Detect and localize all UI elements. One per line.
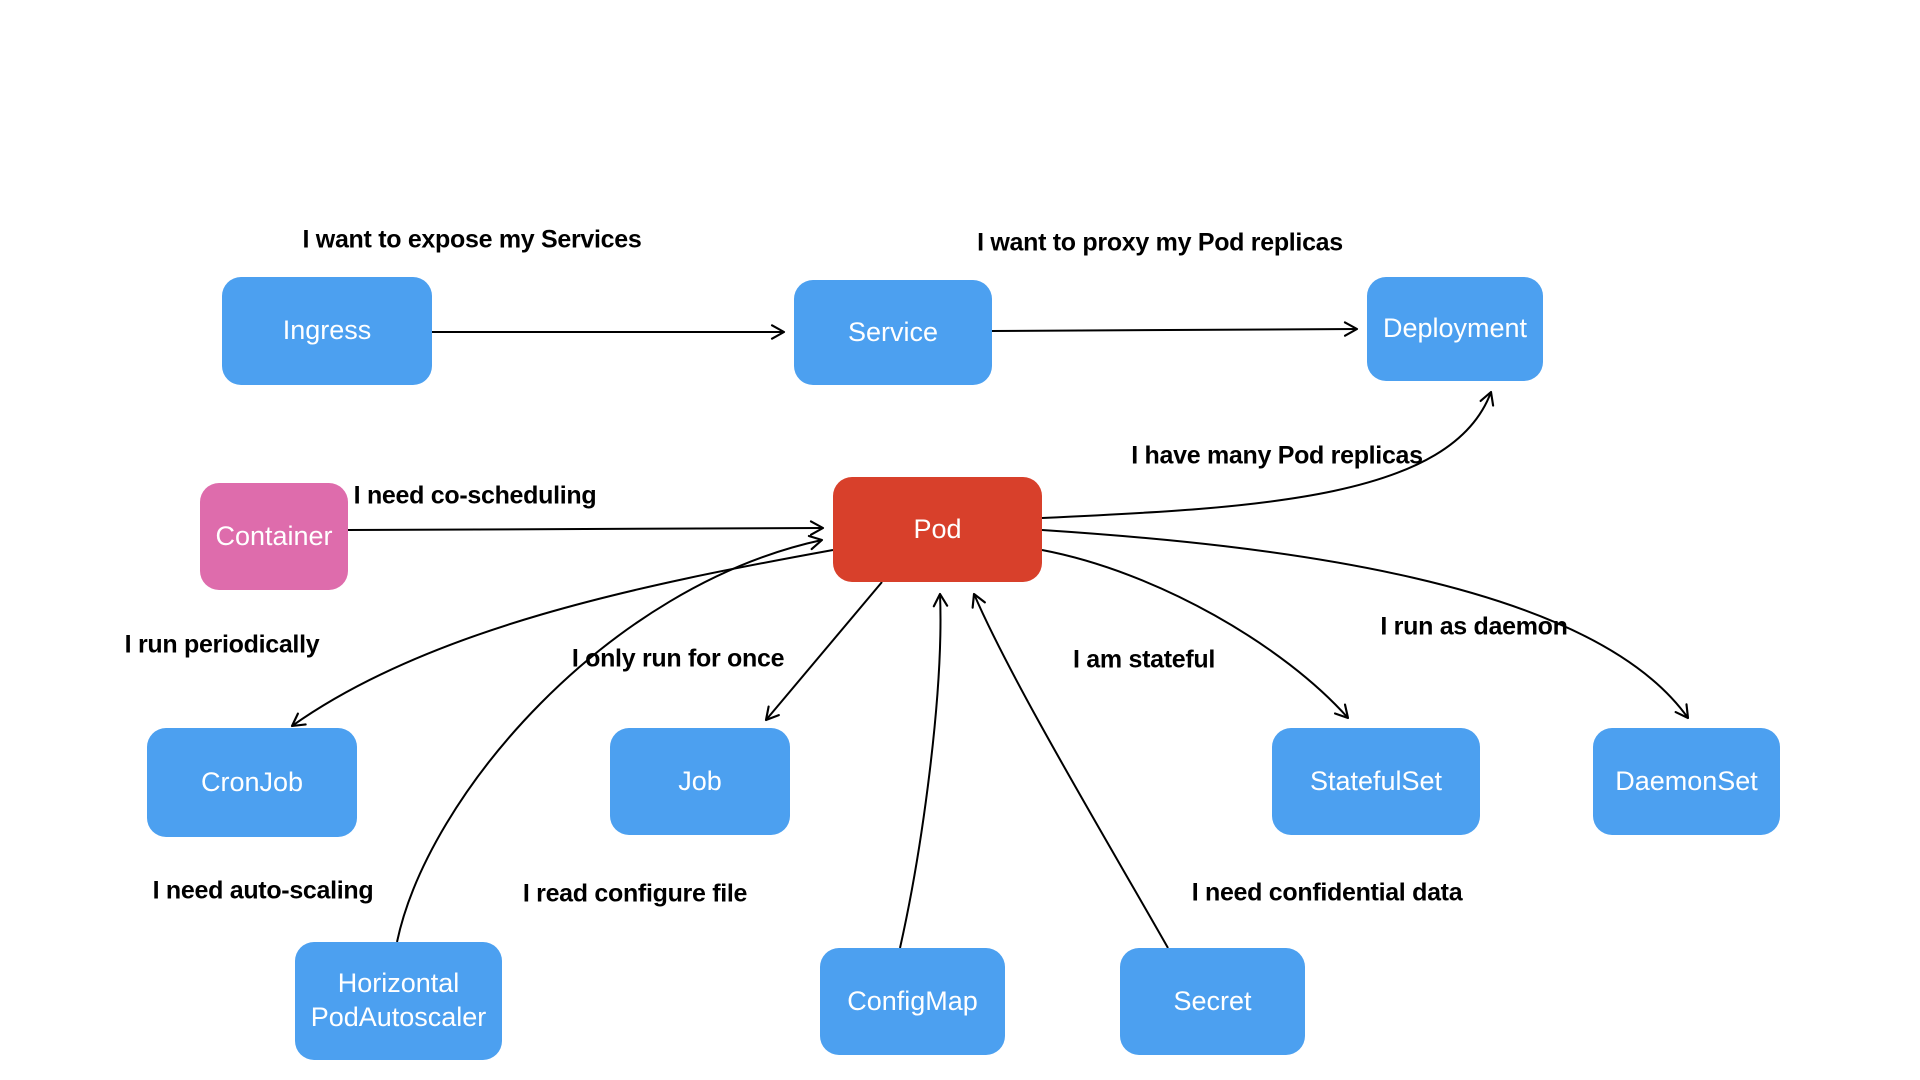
node-pod: Pod [833,477,1042,582]
node-job-label: Job [678,765,722,796]
node-service-label: Service [847,316,939,347]
node-secret-label: Secret [1173,985,1252,1016]
edge-container-to-pod [347,520,825,536]
edge-pod-to-daemonset [1041,529,1690,720]
edge-label-coscheduling: I need co-scheduling [353,481,597,510]
node-deployment: Deployment [1367,277,1543,381]
node-pod-label: Pod [913,513,962,544]
edge-pod-to-cronjob [290,549,834,728]
edge-label-configure: I read configure file [522,879,748,908]
edge-label-stateful: I am stateful [1073,645,1215,674]
node-configmap: ConfigMap [820,948,1005,1055]
edge-pod-to-deployment [1041,390,1495,519]
edge-label-expose: I want to expose my Services [302,225,642,254]
node-daemonset: DaemonSet [1593,728,1780,835]
edge-label-once: I only run for once [571,644,785,673]
node-ingress: Ingress [222,277,432,385]
edge-configmap-to-pod [899,592,949,949]
edge-hpa-to-pod [396,534,824,943]
edge-label-periodically: I run periodically [124,630,320,659]
edge-pod-to-job [764,581,883,722]
node-job: Job [610,728,790,835]
edge-pod-to-statefulset [1041,549,1350,720]
node-statefulset: StatefulSet [1272,728,1480,835]
node-service: Service [794,280,992,385]
node-cronjob-label: CronJob [200,766,304,797]
node-container: Container [200,483,348,590]
node-statefulset-label: StatefulSet [1309,765,1443,796]
node-secret: Secret [1120,948,1305,1055]
node-container-label: Container [215,520,333,551]
edge-service-to-deployment [991,321,1359,337]
edge-label-proxy: I want to proxy my Pod replicas [977,228,1343,257]
edge-label-replicas: I have many Pod replicas [1131,441,1423,470]
node-deployment-label: Deployment [1382,313,1528,344]
node-ingress-label: Ingress [282,315,372,346]
node-daemonset-label: DaemonSet [1615,765,1758,796]
edge-label-daemon: I run as daemon [1380,612,1568,641]
edge-label-autoscaling: I need auto-scaling [152,876,374,905]
node-configmap-label: ConfigMap [847,985,978,1016]
edge-label-confidential: I need confidential data [1191,878,1463,907]
edge-secret-to-pod [971,592,1169,949]
node-cronjob: CronJob [147,728,357,837]
